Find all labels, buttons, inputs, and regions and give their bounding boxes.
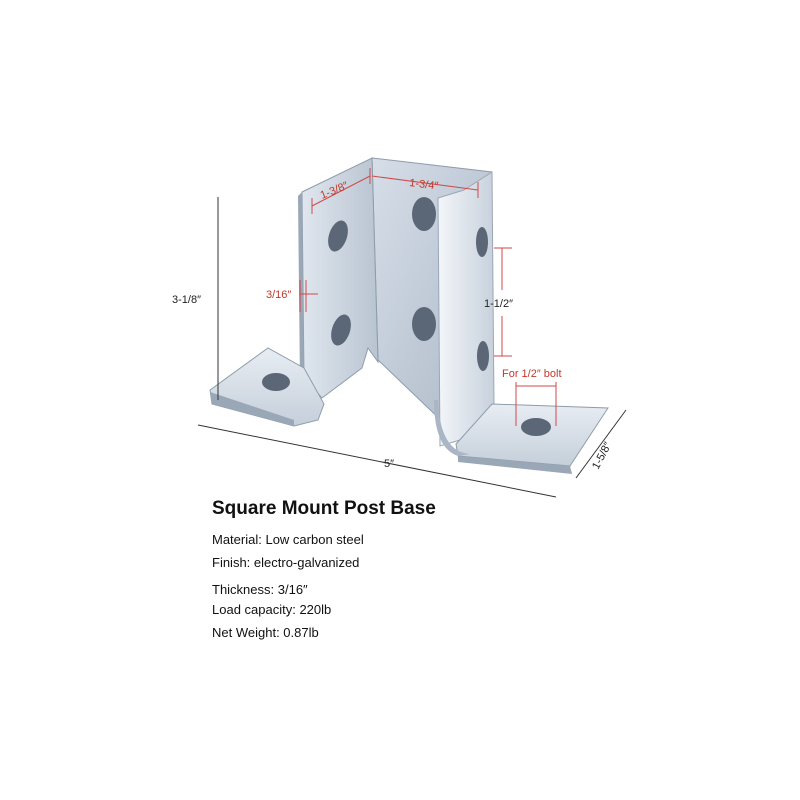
spec-finish: Finish: electro-galvanized (212, 555, 360, 570)
dimension-lines (197, 197, 627, 498)
bracket-right-flange-edge (458, 456, 572, 474)
product-title: Square Mount Post Base (212, 498, 436, 519)
dim-label-back-width: 1-3/4″ (409, 177, 439, 192)
dim-label-width: 5″ (384, 458, 394, 470)
dim-label-hole-spacing: 1-1/2″ (484, 298, 513, 310)
red-dimension-lines (299, 168, 557, 426)
dim-label-height: 3-1/8″ (172, 294, 201, 306)
spec-load-capacity: Load capacity: 220lb (212, 602, 332, 617)
spec-material: Material: Low carbon steel (212, 532, 364, 547)
bracket-right-bend (434, 400, 470, 456)
spec-net-weight: Net Weight: 0.87lb (212, 625, 319, 640)
hole-flange-right (521, 418, 551, 436)
bracket (209, 157, 609, 474)
hole-flange-left (262, 373, 290, 391)
hole-left-upper (328, 220, 348, 252)
dim-label-thickness: 3/16″ (266, 289, 291, 301)
dim-label-depth: 1-5/8″ (590, 440, 614, 471)
bracket-left-flange-edge (210, 392, 294, 426)
hole-back-upper (412, 197, 436, 231)
bracket-left-edge (298, 192, 304, 384)
hole-right-upper (476, 227, 488, 257)
hole-right-lower (477, 341, 489, 371)
hole-back-lower (412, 307, 436, 341)
hole-left-lower (331, 314, 351, 346)
spec-thickness: Thickness: 3/16″ (212, 582, 308, 597)
dim-label-bolt-note: For 1/2″ bolt (502, 368, 562, 380)
dim-line-width (197, 424, 557, 498)
dim-line-depth (575, 409, 627, 479)
